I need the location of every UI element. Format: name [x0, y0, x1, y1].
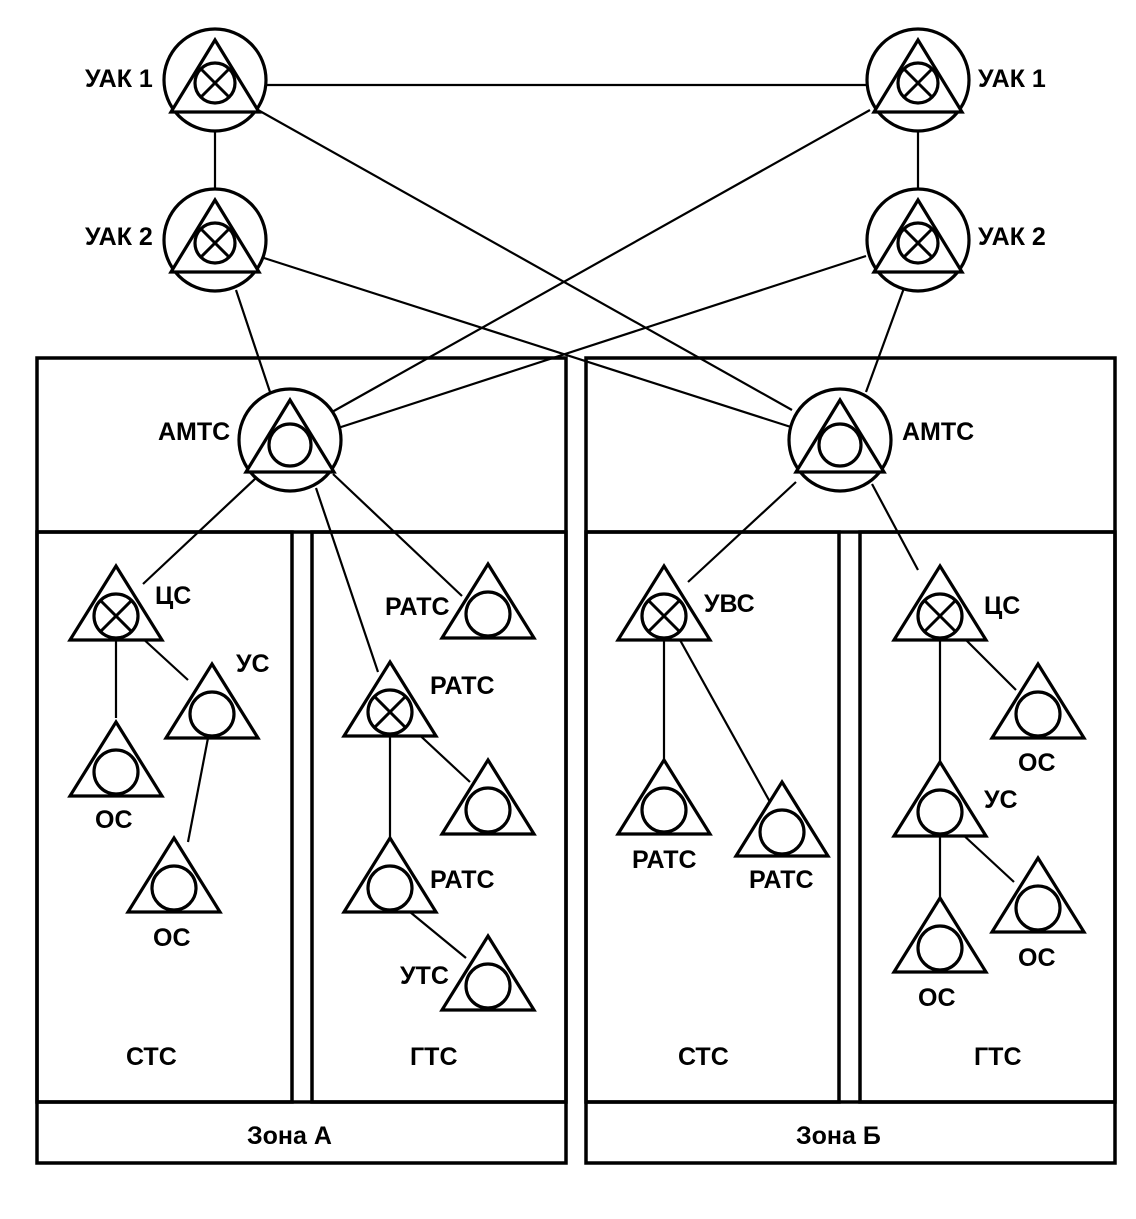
uak1-right-label: УАК 1: [978, 65, 1046, 93]
amts-right-node-icon: [787, 387, 893, 493]
link-uak2-right-amts-left: [337, 254, 867, 430]
cs-a-label: ЦС: [155, 582, 191, 610]
amts-left-label: АМТС: [158, 418, 230, 446]
zone-b-label: Зона Б: [796, 1122, 881, 1150]
rats-b1-label: РАТС: [632, 846, 697, 874]
zone-b-gts-box: [858, 530, 1117, 1104]
uak2-left-node-icon: [162, 187, 268, 293]
rats-a-low-node-icon: [342, 836, 438, 914]
zone-a-gts-box: [310, 530, 568, 1104]
uvs-b-label: УВС: [704, 590, 755, 618]
link-rats-a-low-uts-a: [409, 911, 467, 959]
uvs-b-node-icon: [616, 564, 712, 642]
rats-a-mid-node-icon: [342, 660, 438, 738]
link-amts-right-uvs-b: [687, 481, 797, 583]
rats-b2-node-icon: [734, 780, 830, 858]
rats-a-mid-label: РАТС: [430, 672, 495, 700]
rats-a-top-label: РАТС: [385, 593, 450, 621]
uak1-left-node-icon: [162, 27, 268, 133]
zone-a-frame: [35, 356, 568, 1165]
rats-b1-node-icon: [616, 758, 712, 836]
link-amts-left-cs-a: [142, 477, 257, 585]
link-amts-left-rats-a-top: [332, 473, 463, 597]
os-b2-label: ОС: [1018, 944, 1056, 972]
os-b3-label: ОС: [918, 984, 956, 1012]
os-a2-label: ОС: [153, 924, 191, 952]
link-uak2-left-amts-right: [263, 256, 795, 430]
uts-a-label: УТС: [400, 962, 449, 990]
os-b2-node-icon: [990, 856, 1086, 934]
os-a1-label: ОС: [95, 806, 133, 834]
zone-a-sts-label: СТС: [126, 1043, 177, 1071]
link-uak2-right-amts-right: [864, 287, 906, 393]
uts-a-node-icon: [440, 934, 536, 1012]
amts-left-node-icon: [237, 387, 343, 493]
cs-b-node-icon: [892, 564, 988, 642]
zone-a-gts-label: ГТС: [410, 1043, 458, 1071]
uak2-right-label: УАК 2: [978, 223, 1046, 251]
zone-b-sts-box: [584, 530, 841, 1104]
zone-a-label: Зона А: [247, 1122, 332, 1150]
rats-a-top-node-icon: [440, 562, 536, 640]
link-us-a-os-a2: [186, 737, 210, 843]
uak2-left-label: УАК 2: [85, 223, 153, 251]
link-cs-b-os-b1: [961, 635, 1017, 691]
link-uvs-b-rats-b2: [679, 639, 771, 803]
os-a2-node-icon: [126, 836, 222, 914]
link-us-b-os-b2: [959, 831, 1015, 883]
rats-a-low-label: РАТС: [430, 866, 495, 894]
os-b1-label: ОС: [1018, 749, 1056, 777]
link-uak1-left-amts-right: [257, 109, 793, 411]
us-b-label: УС: [984, 786, 1018, 814]
link-amts-right-cs-b: [871, 483, 919, 571]
rats-b2-label: РАТС: [749, 866, 814, 894]
amts-right-label: АМТС: [902, 418, 974, 446]
us-a-label: УС: [236, 650, 270, 678]
link-uak1-right-amts-left: [331, 109, 871, 413]
uak2-right-node-icon: [865, 187, 971, 293]
os-a1-node-icon: [68, 720, 164, 798]
os-b1-node-icon: [990, 662, 1086, 740]
zone-b-sts-label: СТС: [678, 1043, 729, 1071]
zone-b-frame: [584, 356, 1117, 1165]
zone-b-gts-label: ГТС: [974, 1043, 1022, 1071]
zone-a-sts-box: [35, 530, 294, 1104]
cs-a-node-icon: [68, 564, 164, 642]
rats-a-unlabeled-node-icon: [440, 758, 536, 836]
link-cs-a-us-a: [139, 635, 189, 681]
uak1-left-label: УАК 1: [85, 65, 153, 93]
cs-b-label: ЦС: [984, 592, 1020, 620]
link-uak2-left-amts-left: [234, 289, 272, 393]
links: [114, 83, 1017, 959]
os-b3-node-icon: [892, 896, 988, 974]
us-b-node-icon: [892, 760, 988, 838]
link-amts-left-rats-a-mid: [314, 487, 380, 673]
uak1-right-node-icon: [865, 27, 971, 133]
